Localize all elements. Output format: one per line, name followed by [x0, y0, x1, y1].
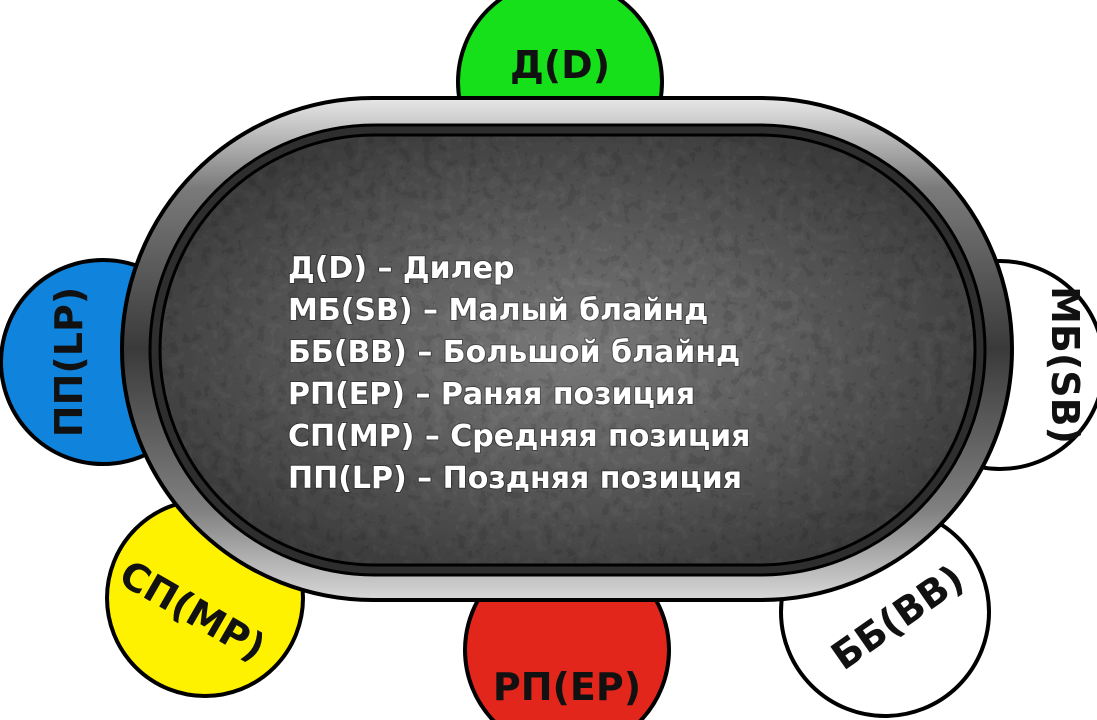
table-felt	[160, 135, 975, 565]
poker-table	[120, 96, 1014, 602]
legend-line-dealer: Д(D) – Дилер	[288, 251, 514, 286]
position-legend: Д(D) – Дилер МБ(SB) – Малый блайнд ББ(BB…	[287, 250, 751, 497]
legend-line-big-blind: ББ(BB) – Большой блайнд	[288, 335, 740, 370]
legend-line-early-position: РП(EP) – Раняя позиция	[288, 377, 695, 412]
seat-dealer-label: Д(D)	[510, 43, 610, 87]
legend-line-middle-position: СП(MP) – Средняя позиция	[288, 419, 750, 454]
seat-late-position-label: ПП(LP)	[47, 287, 91, 437]
legend-line-small-blind: МБ(SB) – Малый блайнд	[288, 293, 708, 328]
seat-small-blind-label: МБ(SB)	[1043, 286, 1087, 444]
legend-line-late-position: ПП(LP) – Поздняя позиция	[288, 461, 742, 496]
seat-early-position-label: РП(EP)	[493, 665, 641, 709]
table-felt-border	[158, 133, 977, 567]
